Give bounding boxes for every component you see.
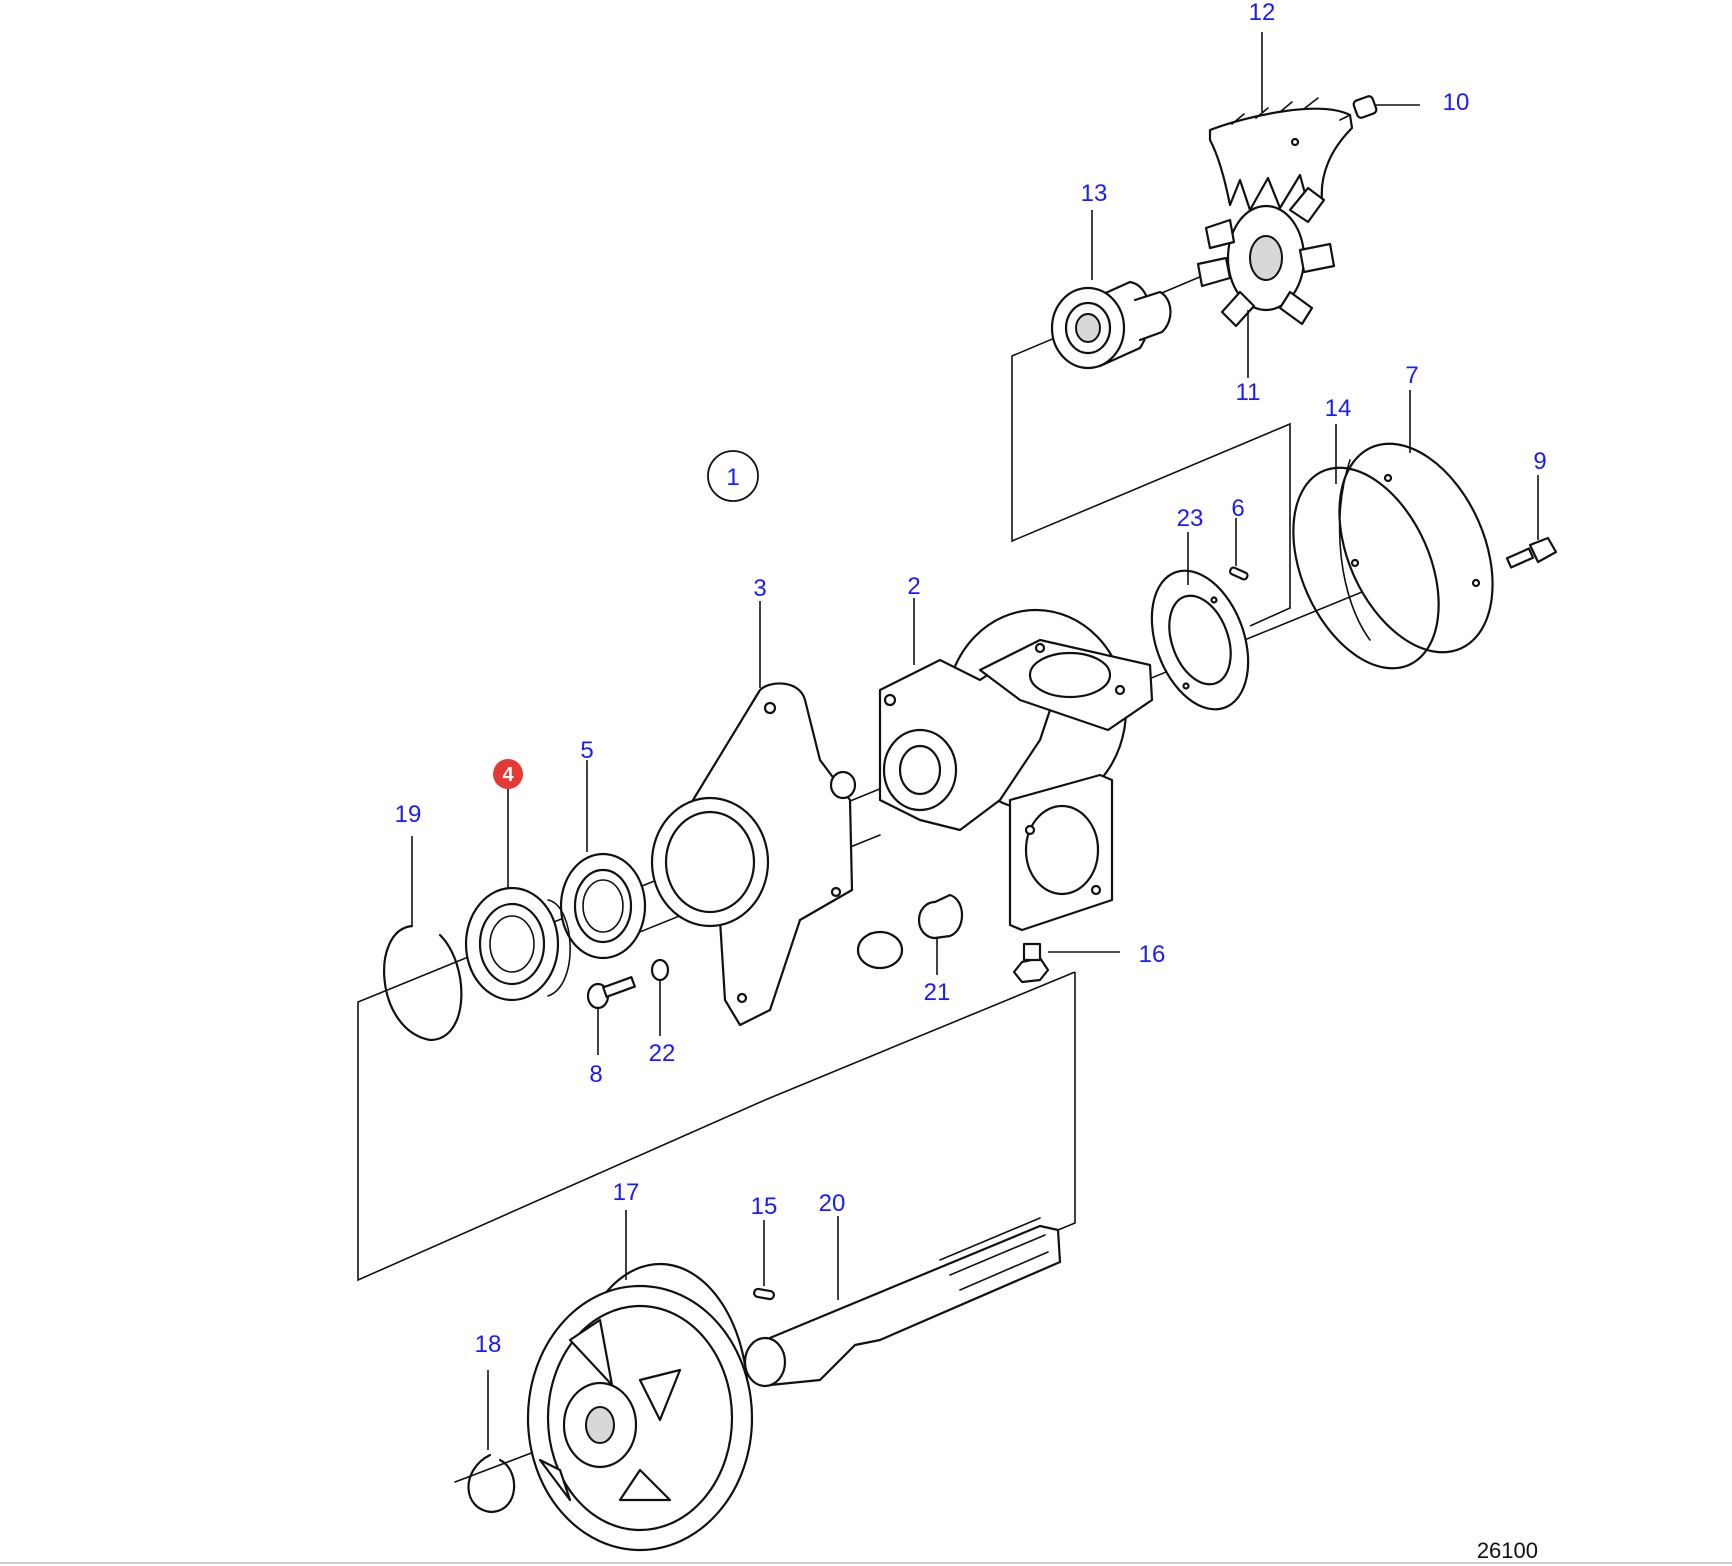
bearing-part-5 [559, 852, 647, 960]
screw-part-10 [1339, 95, 1378, 121]
impeller-part [1196, 186, 1336, 328]
callout-4-highlight [493, 759, 523, 789]
callout-21[interactable]: 21 [924, 979, 951, 1006]
callout-5[interactable]: 5 [580, 737, 593, 764]
seal-part-13 [1050, 280, 1172, 370]
assembly-marker-circle [707, 450, 759, 502]
group-frame-left [357, 1002, 766, 1282]
callout-13[interactable]: 13 [1081, 180, 1108, 207]
callout-3[interactable]: 3 [753, 575, 766, 602]
callout-15[interactable]: 15 [751, 1193, 778, 1220]
wear-plate-part [1150, 569, 1250, 711]
callout-9[interactable]: 9 [1533, 448, 1546, 475]
group-frame-upper [1011, 356, 1291, 627]
o-ring-part-14 [1292, 466, 1440, 670]
bearing-part-4 [464, 886, 571, 1002]
callout-17[interactable]: 17 [613, 1179, 640, 1206]
callout-7[interactable]: 7 [1405, 362, 1418, 389]
group-frame-bottom-link [764, 971, 1076, 1101]
washer-part-22 [650, 958, 670, 982]
callout-2[interactable]: 2 [907, 573, 920, 600]
circlip-part-19 [383, 924, 463, 1042]
pulley-part [526, 1262, 754, 1552]
callout-10[interactable]: 10 [1443, 89, 1470, 116]
callout-22[interactable]: 22 [649, 1040, 676, 1067]
plug-part-16 [1012, 942, 1050, 984]
callout-6[interactable]: 6 [1231, 495, 1244, 522]
bottom-rule [0, 1562, 1732, 1564]
group-frame-lower [1057, 972, 1076, 1231]
callout-4[interactable]: 4 [502, 764, 514, 786]
key-part-15 [752, 1287, 776, 1301]
callout-12[interactable]: 12 [1249, 0, 1276, 26]
drawing-number: 26100 [1477, 1538, 1538, 1563]
pump-cover-part [1338, 442, 1494, 654]
callout-11[interactable]: 11 [1236, 379, 1261, 406]
callout-8[interactable]: 8 [589, 1061, 602, 1088]
callout-18[interactable]: 18 [475, 1331, 502, 1358]
callout-14[interactable]: 14 [1325, 395, 1352, 422]
callout-16[interactable]: 16 [1139, 941, 1166, 968]
circlip-part-18 [467, 1453, 516, 1514]
pump-housing-part [878, 608, 1154, 932]
bolt-part-8 [586, 976, 636, 1010]
pump-shaft-part [743, 1217, 1062, 1388]
cam-plate-part [1208, 97, 1354, 214]
bearing-housing-part [650, 682, 904, 1027]
callout-20[interactable]: 20 [819, 1190, 846, 1217]
callout-23[interactable]: 23 [1177, 505, 1204, 532]
pin-part-6 [1229, 566, 1249, 581]
bushing-part-21 [917, 893, 964, 940]
bolt-part-9 [1505, 536, 1558, 569]
assembly-marker-number[interactable]: 1 [726, 464, 739, 491]
callout-19[interactable]: 19 [395, 801, 422, 828]
